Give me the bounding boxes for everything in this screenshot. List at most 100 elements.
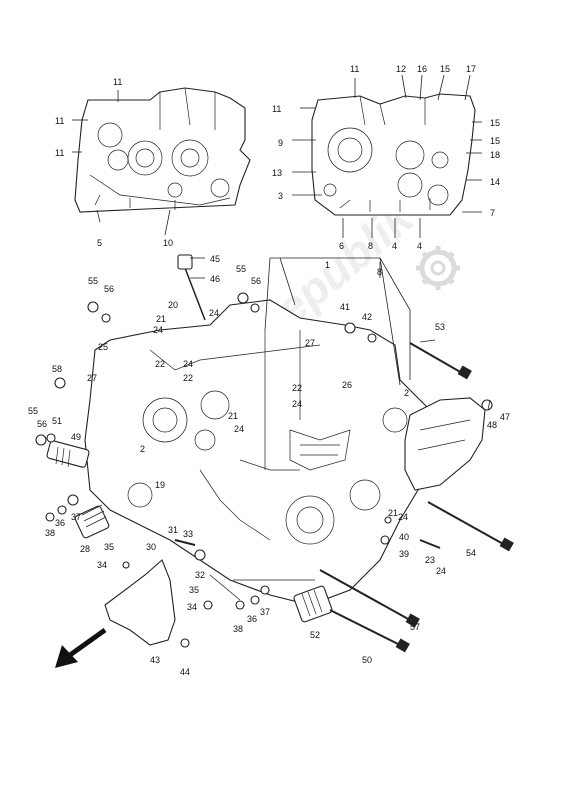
label-34: 34 <box>187 602 197 612</box>
label-37: 37 <box>71 512 81 522</box>
label-2: 2 <box>140 444 145 454</box>
long-bolts <box>177 254 514 653</box>
leader-lines <box>72 74 491 411</box>
label-15: 15 <box>490 136 500 146</box>
label-31: 31 <box>168 525 178 535</box>
label-23: 23 <box>425 555 435 565</box>
label-24: 24 <box>209 308 219 318</box>
label-21: 21 <box>156 314 166 324</box>
label-44: 44 <box>180 667 190 677</box>
direction-arrow-icon <box>55 627 107 668</box>
label-22: 22 <box>155 359 165 369</box>
label-11: 11 <box>55 148 64 158</box>
label-58: 58 <box>52 364 62 374</box>
label-21: 21 <box>388 508 398 518</box>
label-47: 47 <box>500 412 510 422</box>
label-11: 11 <box>113 77 122 87</box>
label-38: 38 <box>45 528 55 538</box>
label-22: 22 <box>183 373 193 383</box>
label-55: 55 <box>88 276 98 286</box>
label-7: 7 <box>490 208 495 218</box>
label-12: 12 <box>396 64 406 74</box>
gear-watermark-icon <box>416 246 460 290</box>
left-crankcase-half <box>74 87 251 213</box>
shaft-part <box>46 440 90 468</box>
label-33: 33 <box>183 529 193 539</box>
label-4: 4 <box>417 241 422 251</box>
label-36: 36 <box>247 614 257 624</box>
assembly-brackets <box>209 257 411 601</box>
label-16: 16 <box>417 64 427 74</box>
label-45: 45 <box>210 254 220 264</box>
label-27: 27 <box>305 338 315 348</box>
label-25: 25 <box>98 342 108 352</box>
label-35: 35 <box>104 542 114 552</box>
label-26: 26 <box>342 380 352 390</box>
label-36: 36 <box>55 518 65 528</box>
label-21: 21 <box>228 411 238 421</box>
label-40: 40 <box>399 532 409 542</box>
label-56: 56 <box>104 284 114 294</box>
label-34: 34 <box>97 560 107 570</box>
label-24: 24 <box>436 566 446 576</box>
label-48: 48 <box>487 420 497 430</box>
label-24: 24 <box>292 399 302 409</box>
label-27: 27 <box>87 373 97 383</box>
guard-plate <box>104 559 176 646</box>
label-52: 52 <box>310 630 320 640</box>
label-2: 2 <box>404 388 409 398</box>
label-55: 55 <box>28 406 38 416</box>
label-43: 43 <box>150 655 160 665</box>
label-28: 28 <box>80 544 90 554</box>
label-50: 50 <box>362 655 372 665</box>
label-11: 11 <box>55 116 64 126</box>
label-13: 13 <box>272 168 282 178</box>
label-15: 15 <box>490 118 500 128</box>
label-24: 24 <box>234 424 244 434</box>
label-22: 22 <box>292 383 302 393</box>
label-24: 24 <box>153 325 163 335</box>
label-14: 14 <box>490 177 500 187</box>
label-4: 4 <box>392 241 397 251</box>
label-9: 9 <box>278 138 283 148</box>
label-19: 19 <box>155 480 165 490</box>
label-18: 18 <box>490 150 500 160</box>
label-49: 49 <box>71 432 81 442</box>
right-crankcase-half <box>311 93 476 216</box>
label-46: 46 <box>210 274 220 284</box>
label-57: 57 <box>410 622 420 632</box>
oil-strainer <box>293 585 333 623</box>
label-8: 8 <box>377 267 382 277</box>
label-37: 37 <box>260 607 270 617</box>
label-6: 6 <box>339 241 344 251</box>
label-51: 51 <box>52 416 62 426</box>
main-crankcase-assembly <box>84 299 441 606</box>
label-38: 38 <box>233 624 243 634</box>
label-56: 56 <box>251 276 261 286</box>
label-17: 17 <box>466 64 476 74</box>
label-24: 24 <box>183 359 193 369</box>
label-20: 20 <box>168 300 178 310</box>
label-24: 24 <box>398 512 408 522</box>
oil-filter <box>74 504 110 539</box>
label-1: 1 <box>325 260 330 270</box>
small-fasteners <box>35 292 493 648</box>
label-55: 55 <box>236 264 246 274</box>
label-32: 32 <box>195 570 205 580</box>
label-11: 11 <box>350 64 359 74</box>
label-41: 41 <box>340 302 350 312</box>
label-11: 11 <box>272 104 281 114</box>
label-8: 8 <box>368 241 373 251</box>
label-3: 3 <box>278 191 283 201</box>
label-54: 54 <box>466 548 476 558</box>
label-39: 39 <box>399 549 409 559</box>
part-labels: 11 11 11 5 10 11 12 16 15 17 11 15 9 15 … <box>28 64 510 677</box>
label-15: 15 <box>440 64 450 74</box>
label-5: 5 <box>97 238 102 248</box>
label-30: 30 <box>146 542 156 552</box>
label-35: 35 <box>189 585 199 595</box>
label-42: 42 <box>362 312 372 322</box>
label-10: 10 <box>163 238 173 248</box>
label-56: 56 <box>37 419 47 429</box>
